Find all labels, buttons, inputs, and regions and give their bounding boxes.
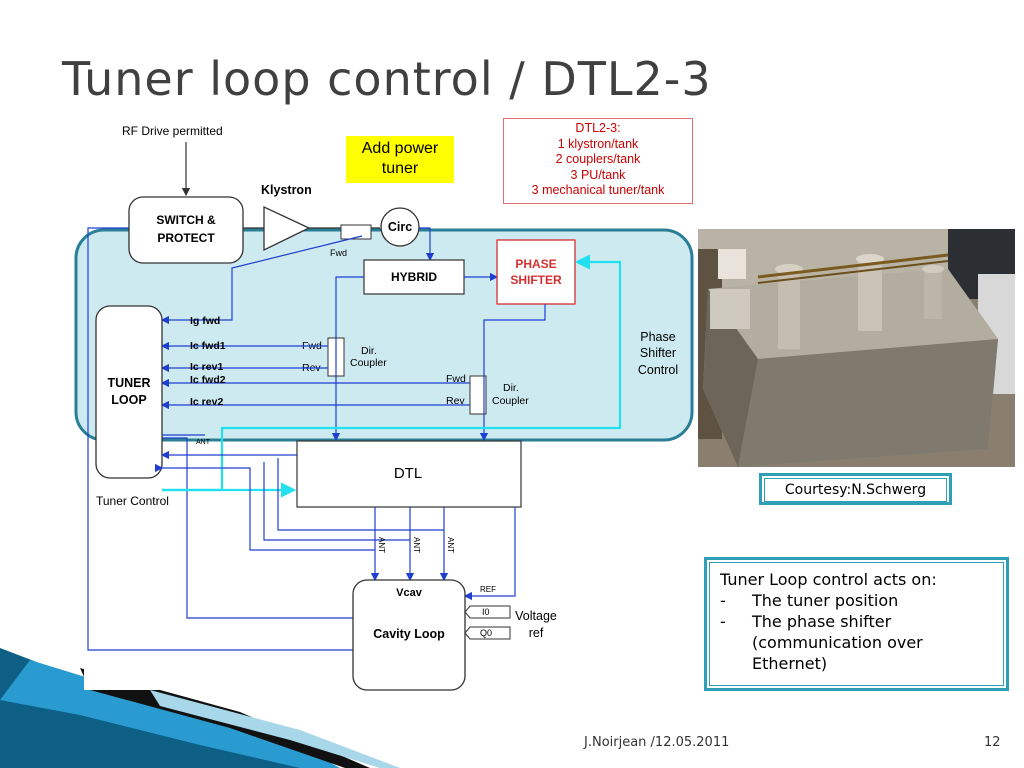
add-power-line-2: tuner	[381, 160, 419, 177]
voltage-ref-label-1: Voltage	[515, 609, 557, 623]
tuner-control-label: Tuner Control	[96, 494, 169, 508]
note-line-3: 2 couplers/tank	[555, 152, 641, 166]
tuner-loop-block	[95, 305, 163, 479]
fwd-top-label: Fwd	[330, 248, 347, 258]
add-power-tuner-note: Add power tuner	[346, 136, 454, 183]
footer-author-date: J.Noirjean /12.05.2011	[584, 735, 730, 750]
info-bullet-2: - The phase shifter (communication over …	[720, 611, 995, 674]
note-line-1: DTL2-3:	[575, 121, 621, 135]
cavity-loop-label: Cavity Loop	[373, 627, 445, 641]
ant-small-label: ANT	[196, 439, 211, 446]
klystron-amplifier	[263, 205, 311, 252]
phase-control-label-3: Control	[638, 363, 678, 377]
dir-coupler-2-label-2: Coupler	[492, 395, 529, 407]
switch-protect-label-1: SWITCH &	[156, 213, 216, 227]
vcav-label: Vcav	[396, 587, 423, 599]
dtl-config-note: DTL2-3: 1 klystron/tank 2 couplers/tank …	[503, 118, 693, 204]
note-line-2: 1 klystron/tank	[557, 136, 639, 151]
tuner-hardware-photo	[698, 229, 1015, 467]
ant-label-3: ANT	[446, 537, 455, 553]
dtl-block	[296, 440, 522, 508]
bullet-text-1: The tuner position	[752, 591, 899, 610]
dir-coupler-2-label-1: Dir.	[503, 382, 519, 394]
ic-fwd2-label: Ic fwd2	[190, 374, 226, 386]
ant-label-2: ANT	[412, 537, 421, 553]
bullet-dash-1: -	[720, 591, 726, 610]
ic-fwd1-label: Ic fwd1	[190, 340, 226, 352]
klystron-label: Klystron	[261, 183, 312, 197]
tuner-loop-label-2: LOOP	[111, 393, 146, 407]
page-number: 12	[984, 735, 1001, 750]
note-line-5: 3 mechanical tuner/tank	[531, 183, 665, 197]
photo-credit-text: Courtesy:N.Schwerg	[764, 478, 947, 502]
rev2-label: Rev	[446, 395, 465, 407]
phase-shifter-block	[496, 239, 576, 305]
phase-shifter-label-2: SHIFTER	[510, 273, 562, 287]
hybrid-label: HYBRID	[391, 270, 437, 284]
ig-fwd-label: Ig fwd	[190, 315, 220, 327]
rf-drive-label: RF Drive permitted	[122, 124, 223, 138]
voltage-ref-label-2: ref	[529, 626, 544, 640]
ant-label-1: ANT	[377, 537, 386, 553]
info-bullet-1: - The tuner position	[720, 590, 995, 611]
add-power-line-1: Add power	[361, 140, 439, 157]
slide-title: Tuner loop control / DTL2-3	[62, 52, 712, 106]
switch-protect-block	[128, 196, 244, 264]
fwd2-label: Fwd	[446, 373, 466, 385]
dir-coupler-1-label-1: Dir.	[361, 345, 377, 357]
ic-rev1-label: Ic rev1	[190, 361, 223, 373]
note-line-4: 3 PU/tank	[570, 167, 626, 182]
circ-label: Circ	[388, 220, 412, 234]
phase-control-label-1: Phase	[640, 330, 675, 344]
photo-credit: Courtesy:N.Schwerg	[759, 473, 952, 505]
dtl-label: DTL	[394, 465, 422, 482]
i0-label: I0	[482, 607, 490, 617]
hybrid-block	[363, 259, 465, 295]
tuner-loop-label-1: TUNER	[107, 376, 150, 390]
dir-coupler-1-label-2: Coupler	[350, 357, 387, 369]
phase-control-label-2: Shifter	[640, 346, 676, 360]
circulator	[380, 207, 420, 247]
ic-rev2-label: Ic rev2	[190, 396, 223, 408]
ref-label: REF	[480, 585, 496, 594]
info-box: Tuner Loop control acts on: - The tuner …	[704, 557, 1009, 691]
info-intro: Tuner Loop control acts on:	[720, 570, 937, 589]
q0-label: Q0	[480, 628, 492, 638]
phase-shifter-label-1: PHASE	[515, 257, 556, 271]
switch-protect-label-2: PROTECT	[157, 231, 215, 245]
bullet-dash-2: -	[720, 612, 726, 631]
cavity-loop-block	[352, 579, 466, 691]
bullet-text-2: The phase shifter (communication over Et…	[752, 612, 923, 673]
